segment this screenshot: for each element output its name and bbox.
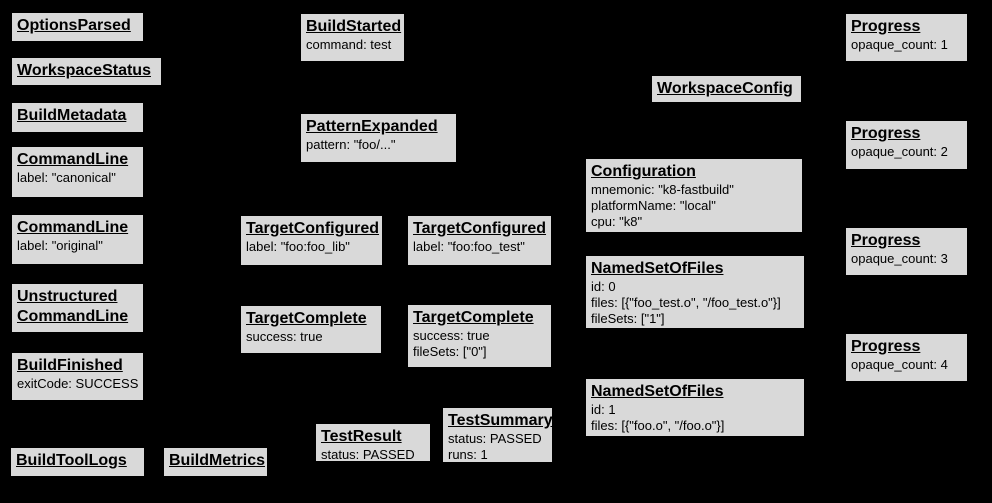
event-node-attribute: fileSets: ["0"]: [413, 344, 487, 359]
event-node-attribute: exitCode: SUCCESS: [17, 376, 139, 391]
event-node-attribute: cpu: "k8": [591, 214, 643, 229]
event-node-attribute: opaque_count: 1: [851, 37, 948, 52]
event-node-title: NamedSetOfFiles: [591, 260, 724, 277]
event-node-progress-1: Progress opaque_count: 1: [845, 13, 968, 62]
event-node-attribute: label: "foo:foo_lib": [246, 239, 350, 254]
event-node-attribute: command: test: [306, 37, 392, 52]
event-node-unstructured-command-line: Unstructured CommandLine: [11, 283, 144, 333]
event-node-target-complete-lib: TargetComplete success: true: [240, 305, 382, 354]
event-node-title: BuildMetadata: [17, 107, 127, 124]
event-node-attribute: id: 0: [591, 279, 616, 294]
event-node-title: BuildMetrics: [169, 452, 266, 469]
event-node-progress-2: Progress opaque_count: 2: [845, 120, 968, 170]
event-node-attribute: files: [{"foo.o", "/foo.o"}]: [591, 418, 725, 433]
event-node-attribute: id: 1: [591, 402, 616, 417]
event-node-build-metadata: BuildMetadata: [11, 102, 144, 133]
event-node-attribute: files: [{"foo_test.o", "/foo_test.o"}]: [591, 295, 781, 310]
event-node-target-configured-lib: TargetConfigured label: "foo:foo_lib": [240, 215, 383, 266]
event-node-progress-4: Progress opaque_count: 4: [845, 333, 968, 382]
event-node-title: TargetComplete: [413, 309, 534, 326]
event-node-attribute: success: true: [413, 328, 490, 343]
event-node-title: CommandLine: [17, 219, 129, 236]
event-node-attribute: label: "foo:foo_test": [413, 239, 525, 254]
event-node-title: TestSummary: [448, 412, 553, 429]
event-node-progress-3: Progress opaque_count: 3: [845, 227, 968, 276]
event-node-title: BuildToolLogs: [16, 452, 127, 469]
event-node-configuration: Configuration mnemonic: "k8-fastbuild"pla…: [585, 158, 803, 233]
event-node-attribute: runs: 1: [448, 447, 488, 462]
event-node-attribute: label: "canonical": [17, 170, 116, 185]
event-node-title: TargetConfigured: [413, 220, 547, 237]
event-node-title: BuildStarted: [306, 18, 402, 35]
event-node-attribute: opaque_count: 3: [851, 251, 948, 266]
event-node-build-metrics: BuildMetrics: [163, 447, 268, 477]
event-node-title: CommandLine: [17, 151, 129, 168]
event-node-attribute: label: "original": [17, 238, 103, 253]
event-node-attribute: mnemonic: "k8-fastbuild": [591, 182, 734, 197]
event-node-target-configured-test: TargetConfigured label: "foo:foo_test": [407, 215, 552, 266]
event-node-command-line-canonical: CommandLine label: "canonical": [11, 146, 144, 198]
event-node-attribute: opaque_count: 2: [851, 144, 948, 159]
event-node-pattern-expanded: PatternExpanded pattern: "foo/...": [300, 113, 457, 163]
event-node-title: OptionsParsed: [17, 17, 131, 34]
event-node-title: TestResult: [321, 428, 402, 445]
event-node-title: BuildFinished: [17, 357, 123, 374]
event-node-title: Progress: [851, 232, 921, 249]
event-node-title: NamedSetOfFiles: [591, 383, 724, 400]
event-node-attribute: opaque_count: 4: [851, 357, 948, 372]
event-node-title: Progress: [851, 125, 921, 142]
event-node-test-result: TestResult status: PASSED: [315, 423, 431, 462]
event-node-workspace-config: WorkspaceConfig: [651, 75, 802, 103]
event-node-attribute: platformName: "local": [591, 198, 716, 213]
event-node-attribute: status: PASSED: [448, 431, 542, 446]
event-node-title: WorkspaceStatus: [17, 62, 151, 79]
event-node-title: TargetConfigured: [246, 220, 380, 237]
event-node-build-tool-logs: BuildToolLogs: [10, 447, 145, 477]
event-node-workspace-status: WorkspaceStatus: [11, 57, 162, 86]
event-node-attribute: success: true: [246, 329, 323, 344]
event-node-command-line-original: CommandLine label: "original": [11, 214, 144, 265]
event-node-build-started: BuildStarted command: test: [300, 13, 405, 62]
event-node-attribute: pattern: "foo/...": [306, 137, 396, 152]
event-node-build-finished: BuildFinished exitCode: SUCCESS: [11, 352, 144, 401]
event-node-options-parsed: OptionsParsed: [11, 12, 144, 42]
event-node-title: Configuration: [591, 163, 696, 180]
event-node-title: WorkspaceConfig: [657, 80, 793, 97]
event-node-attribute: status: PASSED: [321, 447, 415, 462]
event-node-title: Progress: [851, 338, 921, 355]
event-node-title: PatternExpanded: [306, 118, 438, 135]
event-node-title: Progress: [851, 18, 921, 35]
event-node-title: TargetComplete: [246, 310, 367, 327]
event-node-title: Unstructured CommandLine: [17, 288, 129, 325]
event-node-attribute: fileSets: ["1"]: [591, 311, 665, 326]
